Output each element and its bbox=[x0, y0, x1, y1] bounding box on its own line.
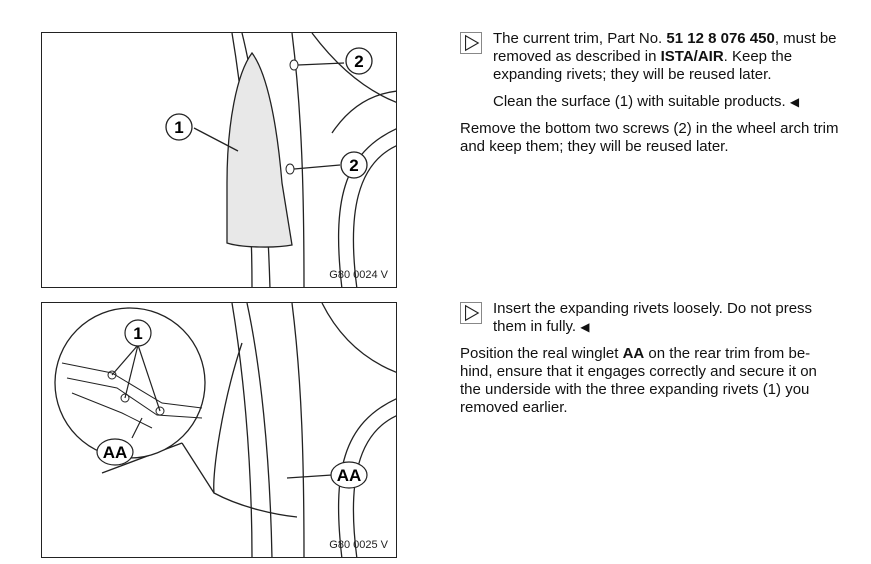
end-marker-icon: ◀ bbox=[789, 95, 800, 109]
callout-2: 2 bbox=[354, 52, 363, 71]
note-block: The current trim, Part No. 51 12 8 076 4… bbox=[460, 30, 840, 111]
note-text: . Keep the expanding rivets; they will b… bbox=[493, 48, 793, 83]
ista-reference: ISTA/AIR bbox=[660, 48, 724, 65]
note-triangle-icon bbox=[460, 302, 482, 324]
note-text: , must be removed as described in bbox=[493, 30, 837, 65]
figure-code: G80 0024 V bbox=[329, 269, 388, 281]
instruction-text: on the rear trim from be-hind, ensure th… bbox=[460, 345, 817, 416]
callout-aa: AA bbox=[337, 466, 362, 485]
note-text: Insert the expanding rivets loosely. Do … bbox=[493, 300, 813, 335]
end-marker-icon: ◀ bbox=[580, 320, 590, 334]
clean-instruction: Clean the surface (1) with suitable prod… bbox=[493, 93, 786, 110]
position-winglet-instruction: Position the real winglet AA on the rear… bbox=[460, 345, 840, 417]
note-text: The current trim, Part No. bbox=[493, 30, 667, 47]
trim-illustration: 1 2 2 bbox=[165, 33, 396, 287]
instructions-step-2: Insert the expanding rivets loosely. Do … bbox=[460, 300, 840, 426]
figure-remove-trim: 1 2 2 G80 0024 V bbox=[41, 32, 397, 288]
note-block: Insert the expanding rivets loosely. Do … bbox=[460, 300, 840, 336]
callout-2: 2 bbox=[349, 156, 358, 175]
figure-code: G80 0025 V bbox=[329, 539, 388, 551]
figure-install-winglet: 1 AA AA G80 0025 V bbox=[41, 302, 397, 558]
winglet-label: AA bbox=[622, 345, 645, 362]
winglet-illustration: 1 AA AA bbox=[54, 303, 396, 557]
callout-aa: AA bbox=[103, 443, 128, 462]
note-triangle-icon bbox=[460, 32, 482, 54]
callout-1: 1 bbox=[133, 324, 142, 343]
instructions-step-1: The current trim, Part No. 51 12 8 076 4… bbox=[460, 30, 840, 165]
instruction-text: Position the real winglet bbox=[460, 345, 623, 362]
callout-1: 1 bbox=[174, 118, 183, 137]
part-number: 51 12 8 076 450 bbox=[666, 30, 775, 47]
remove-screws-instruction: Remove the bottom two screws (2) in the … bbox=[460, 120, 839, 155]
